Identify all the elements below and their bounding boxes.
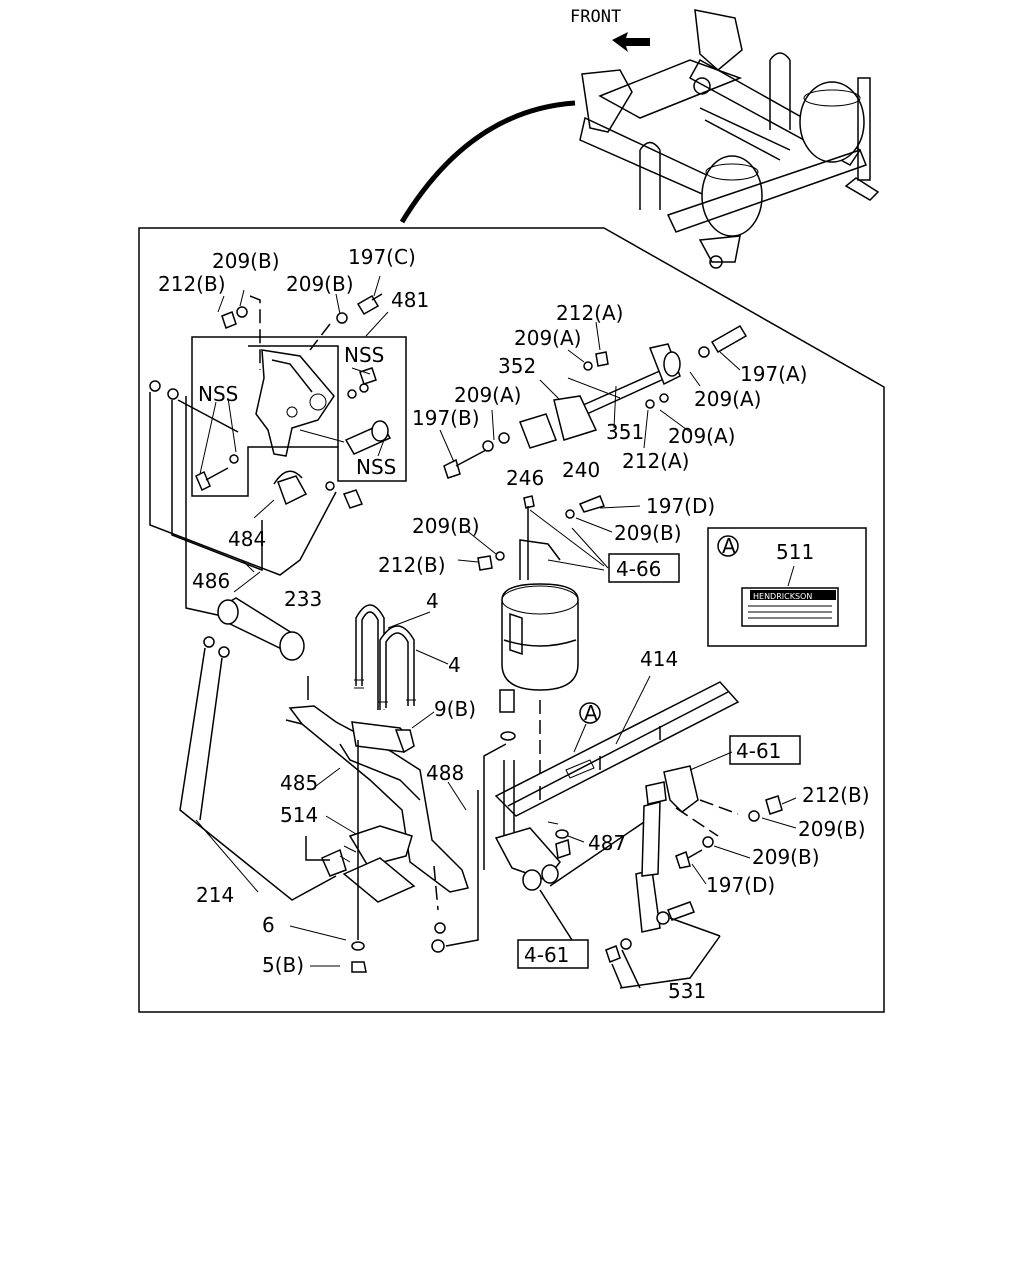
- callout-209a-4: 209(A): [668, 424, 735, 448]
- callout-481: 481: [391, 288, 429, 312]
- callout-212b-2: 212(B): [378, 553, 446, 577]
- ref-box-4-61-upper: [729, 735, 801, 765]
- detail-arc: [399, 100, 576, 224]
- callout-197c: 197(C): [348, 245, 416, 269]
- callout-488: 488: [426, 761, 464, 785]
- rail-detail-marker: [579, 702, 601, 724]
- svg-text:A: A: [722, 534, 736, 558]
- callout-233: 233: [284, 587, 322, 611]
- hendrickson-label-band: [750, 590, 836, 600]
- front-arrow-icon: [612, 32, 650, 52]
- callout-nss-1: NSS: [344, 343, 384, 367]
- callout-214: 214: [196, 883, 234, 907]
- frame-rail: [494, 681, 740, 846]
- callout-209b-2: 209(B): [412, 514, 480, 538]
- callout-246: 246: [506, 466, 544, 490]
- callout-351: 351: [606, 420, 644, 444]
- inset-marker: [717, 535, 739, 557]
- callout-209a-3: 209(A): [694, 387, 761, 411]
- callout-511: 511: [776, 540, 814, 564]
- u-bolts: [354, 604, 416, 710]
- leader-lines-left: [149, 380, 337, 901]
- detail-frame: [138, 227, 885, 1013]
- ref-box-4-66: [608, 553, 680, 583]
- callout-514: 514: [280, 803, 318, 827]
- ref-4-61-upper: 4-61: [736, 739, 781, 763]
- axle-seat: [305, 740, 416, 940]
- hendrickson-label-plate: [741, 587, 839, 627]
- shock-absorber: [605, 765, 783, 989]
- callout-4-2: 4: [448, 653, 461, 677]
- inset-box: [707, 527, 867, 647]
- suspension-overview: FRONT: [399, 7, 880, 269]
- ref-box-4-61-lower: [517, 939, 589, 969]
- callout-209b: 209(B): [212, 249, 280, 273]
- callout-209a-1: 209(A): [514, 326, 581, 350]
- lower-bracket: [483, 689, 651, 941]
- callout-5b: 5(B): [262, 953, 304, 977]
- callout-352: 352: [498, 354, 536, 378]
- callout-240: 240: [562, 458, 600, 482]
- front-label: FRONT: [570, 7, 621, 27]
- svg-text:HENDRICKSON: HENDRICKSON: [753, 592, 812, 601]
- callout-209b-4: 209(B): [798, 817, 866, 841]
- callout-484: 484: [228, 527, 266, 551]
- callout-nss-3: NSS: [356, 455, 396, 479]
- callout-197a: 197(A): [740, 362, 807, 386]
- callout-209b-5: 209(B): [752, 845, 820, 869]
- callout-leaders: [195, 311, 797, 967]
- svg-text:A: A: [584, 701, 598, 725]
- torque-arm: [217, 597, 309, 700]
- callout-212b-3: 212(B): [802, 783, 870, 807]
- ref-4-61-lower: 4-61: [524, 943, 569, 967]
- callout-209b-mid: 209(B): [286, 272, 354, 296]
- callout-6: 6: [262, 913, 275, 937]
- callout-486: 486: [192, 569, 230, 593]
- inset-511: A HENDRICKSON: [707, 527, 867, 647]
- callout-209b-3: 209(B): [614, 521, 682, 545]
- spring-beam: [285, 705, 479, 953]
- callout-197d-2: 197(D): [706, 873, 775, 897]
- callout-212a-2: 212(A): [622, 449, 689, 473]
- ref-4-66: 4-66: [616, 557, 661, 581]
- bottom-fasteners: [351, 941, 367, 973]
- callout-212b: 212(B): [158, 272, 226, 296]
- hanger-assembly: [191, 275, 407, 509]
- callout-4-1: 4: [426, 589, 439, 613]
- cross-rod: [443, 324, 748, 571]
- callout-197d: 197(D): [646, 494, 715, 518]
- callout-485: 485: [280, 771, 318, 795]
- callout-414: 414: [640, 647, 678, 671]
- callout-9b: 9(B): [434, 697, 476, 721]
- air-spring: [501, 495, 605, 786]
- callout-487: 487: [588, 831, 626, 855]
- callout-209a-2: 209(A): [454, 383, 521, 407]
- callout-nss-2: NSS: [198, 382, 238, 406]
- callout-197b: 197(B): [412, 406, 480, 430]
- callout-labels: 209(B) 212(B) 197(C) 209(B) 481 NSS NSS …: [158, 245, 870, 1003]
- callout-531: 531: [668, 979, 706, 1003]
- callout-212a: 212(A): [556, 301, 623, 325]
